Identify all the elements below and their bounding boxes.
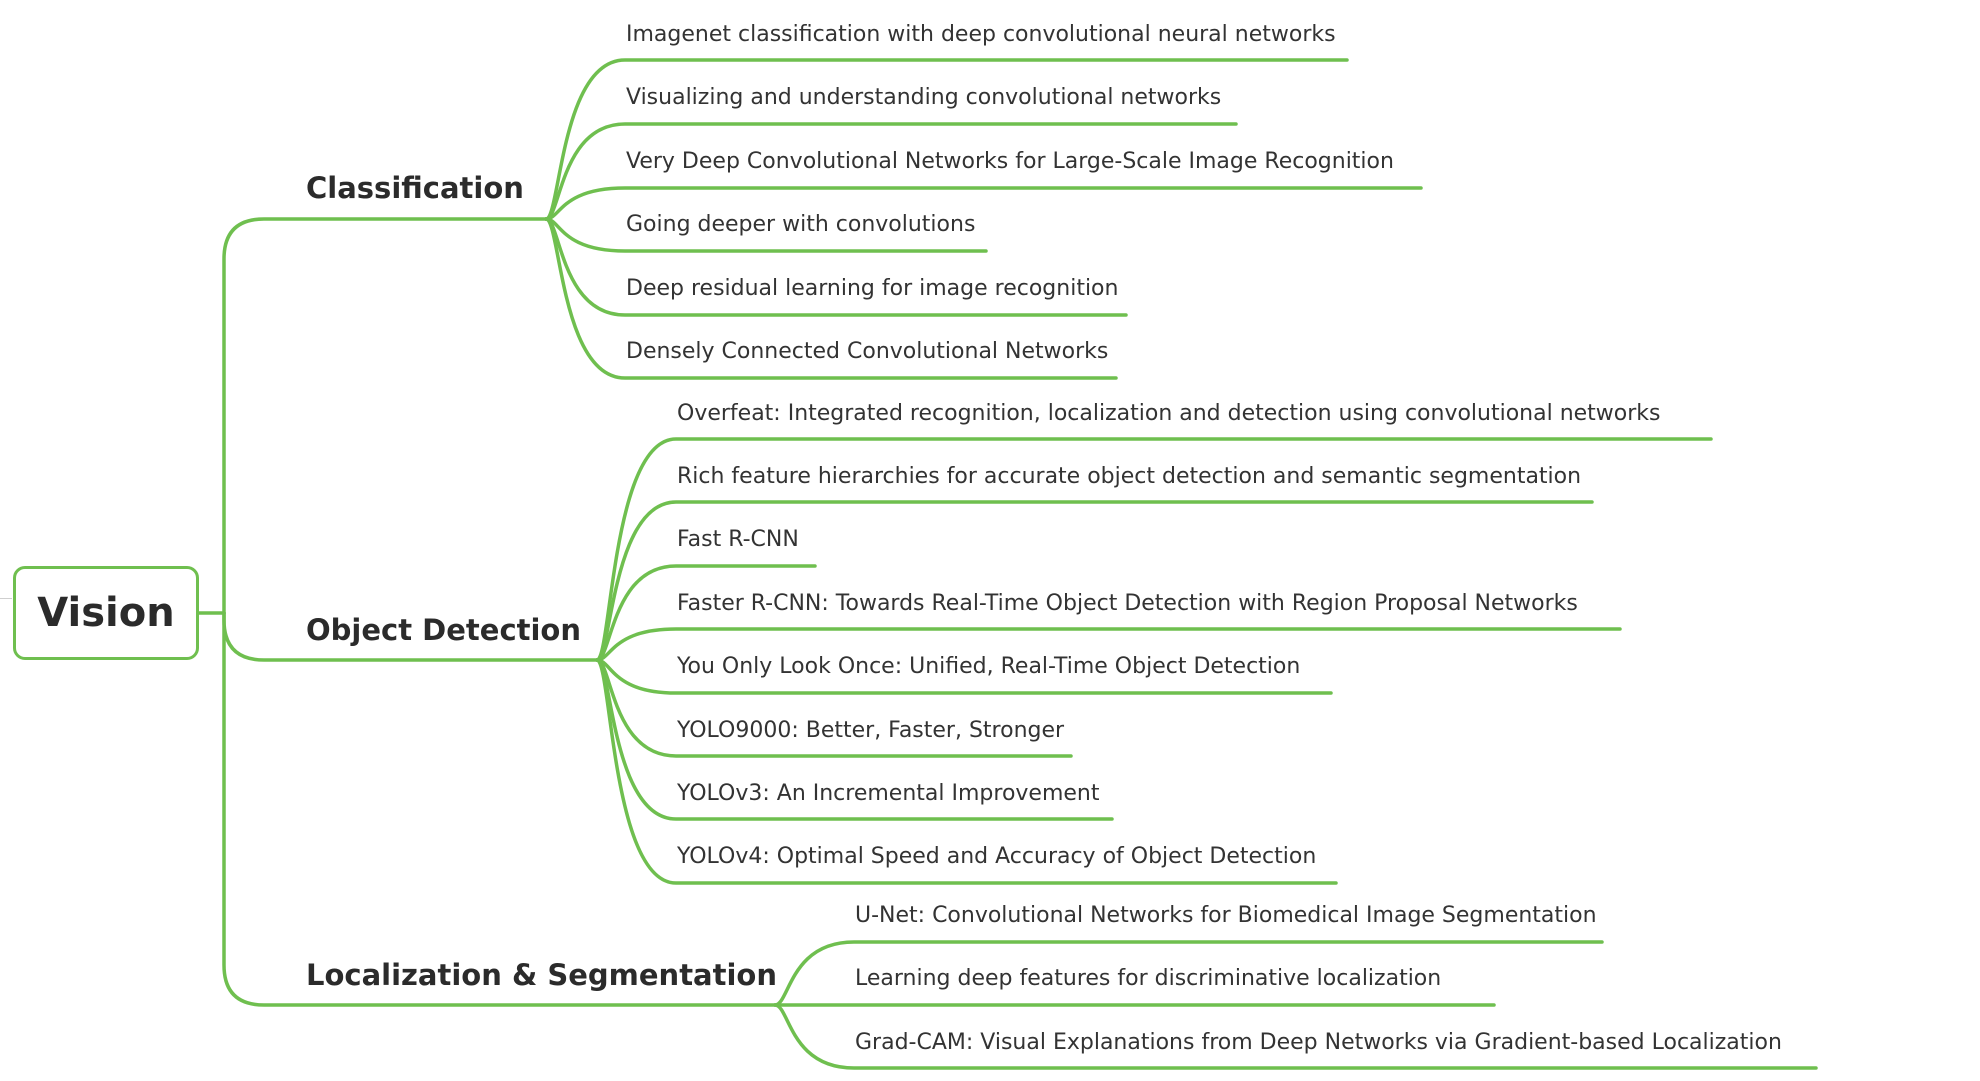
leaf-label[interactable]: Imagenet classification with deep convol…	[626, 22, 1336, 47]
leaf-label[interactable]: You Only Look Once: Unified, Real-Time O…	[677, 654, 1301, 679]
leaf-label[interactable]: Very Deep Convolutional Networks for Lar…	[626, 149, 1394, 174]
root-node[interactable]: Vision	[13, 566, 199, 660]
edge-stub	[0, 598, 12, 599]
branch-label[interactable]: Classification	[306, 171, 524, 205]
leaf-label[interactable]: Visualizing and understanding convolutio…	[626, 85, 1222, 110]
leaf-label[interactable]: Fast R-CNN	[677, 527, 799, 552]
leaf-connector	[544, 217, 1118, 380]
leaf-label[interactable]: Going deeper with convolutions	[626, 212, 976, 237]
leaf-connector	[544, 58, 1349, 221]
leaf-label[interactable]: Grad-CAM: Visual Explanations from Deep …	[855, 1030, 1782, 1055]
leaf-label[interactable]: Deep residual learning for image recogni…	[626, 276, 1119, 301]
leaf-connector	[773, 940, 1604, 1007]
leaf-connector	[595, 564, 817, 662]
leaf-connector	[595, 658, 1338, 885]
leaf-label[interactable]: Densely Connected Convolutional Networks	[626, 339, 1109, 364]
leaf-label[interactable]: YOLOv4: Optimal Speed and Accuracy of Ob…	[677, 844, 1317, 869]
branch-label[interactable]: Object Detection	[306, 613, 582, 647]
leaf-label[interactable]: Learning deep features for discriminativ…	[855, 966, 1442, 991]
root-label: Vision	[37, 590, 175, 636]
leaf-connector	[544, 122, 1238, 221]
leaf-connector	[544, 186, 1423, 221]
leaf-label[interactable]: Faster R-CNN: Towards Real-Time Object D…	[677, 591, 1578, 616]
leaf-label[interactable]: Overfeat: Integrated recognition, locali…	[677, 401, 1661, 426]
branch-label[interactable]: Localization & Segmentation	[306, 958, 777, 992]
leaf-connector	[595, 500, 1594, 662]
branch-connector	[222, 217, 548, 615]
branch-connector	[222, 611, 777, 1007]
leaf-connector	[773, 1003, 1818, 1070]
leaf-label[interactable]: YOLOv3: An Incremental Improvement	[677, 781, 1100, 806]
leaf-label[interactable]: Rich feature hierarchies for accurate ob…	[677, 464, 1582, 489]
leaf-connector	[595, 627, 1622, 662]
leaf-label[interactable]: U-Net: Convolutional Networks for Biomed…	[855, 903, 1597, 928]
leaf-label[interactable]: YOLO9000: Better, Faster, Stronger	[677, 718, 1065, 743]
